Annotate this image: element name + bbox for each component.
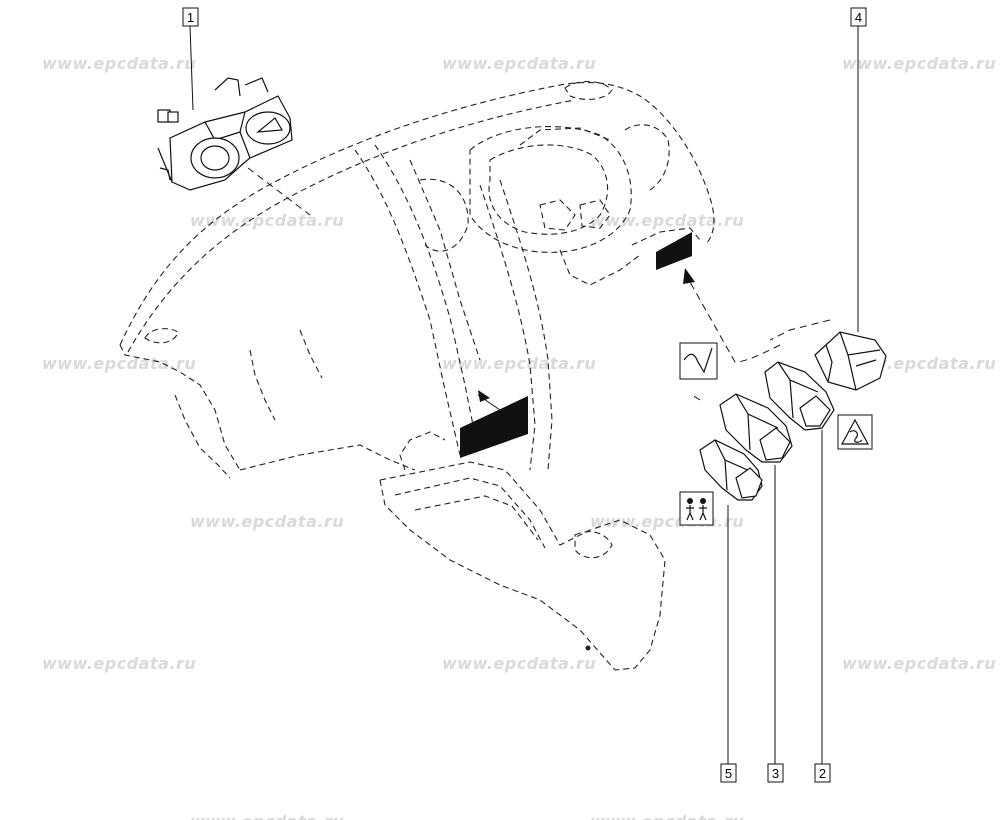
part-2-switch <box>764 361 835 431</box>
watermark-text: www.epcdata.ru <box>842 54 996 73</box>
curve-graph-icon <box>683 347 713 374</box>
callout-number: 1 <box>187 10 194 25</box>
watermark-text: www.epcdata.ru <box>190 812 344 820</box>
callout-3: 3 <box>767 763 784 783</box>
callout-1: 1 <box>182 7 199 27</box>
right-switch-location <box>656 232 692 270</box>
watermark-text: www.epcdata.ru <box>190 211 344 230</box>
callout-5: 5 <box>720 763 737 783</box>
leader-lines <box>247 167 831 411</box>
watermark-text: www.epcdata.ru <box>442 654 596 673</box>
watermark-text: www.epcdata.ru <box>190 512 344 531</box>
watermark-text: www.epcdata.ru <box>842 654 996 673</box>
watermark-text: www.epcdata.ru <box>42 54 196 73</box>
part-3-switch <box>719 393 793 463</box>
part-1-switch-block <box>157 77 293 191</box>
center-switch-location <box>460 396 528 458</box>
callout-number: 5 <box>725 766 732 781</box>
watermark-text: www.epcdata.ru <box>442 354 596 373</box>
skid-warning-icon <box>849 430 863 443</box>
watermark-text: www.epcdata.ru <box>442 54 596 73</box>
skid-symbol-box <box>837 414 873 450</box>
dashboard-outline <box>119 80 715 671</box>
watermark-text: www.epcdata.ru <box>42 654 196 673</box>
curve-symbol-box <box>679 342 718 380</box>
child-lock-symbol-box <box>679 491 714 526</box>
callout-leaders <box>189 25 859 764</box>
part-5-switch <box>699 439 763 501</box>
callout-number: 2 <box>819 766 826 781</box>
callout-number: 4 <box>855 10 862 25</box>
callout-number: 3 <box>772 766 779 781</box>
watermark-text: www.epcdata.ru <box>42 354 196 373</box>
mounting-locations <box>460 232 692 458</box>
callout-4: 4 <box>850 7 867 27</box>
part-4-switch <box>814 331 887 391</box>
callout-2: 2 <box>814 763 831 783</box>
watermark-text: www.epcdata.ru <box>590 512 744 531</box>
child-lock-icon <box>686 498 707 521</box>
watermark-text: www.epcdata.ru <box>590 211 744 230</box>
watermark-text: www.epcdata.ru <box>590 812 744 820</box>
